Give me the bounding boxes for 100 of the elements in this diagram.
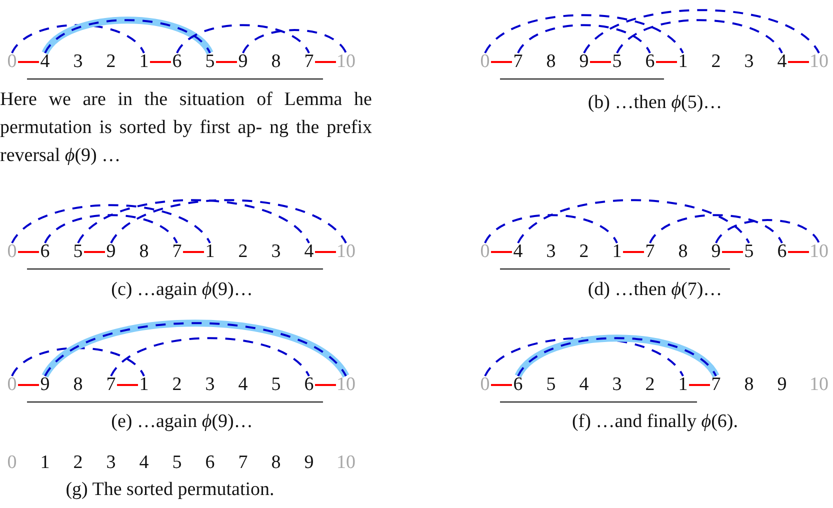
dashed-arc [44,214,178,244]
number-label: 9 [303,453,315,473]
number-label: 6 [171,52,183,72]
caption: (f) …and finally ϕ(6). [570,410,739,434]
breakpoint-mark [722,251,743,253]
number-label: 2 [237,242,249,262]
number-label: 1 [677,52,689,72]
dashed-arc [176,24,310,54]
number-label: 10 [336,242,356,262]
number-label: 4 [138,453,150,473]
dashed-arc [11,24,145,54]
dashed-arc [715,219,820,244]
number-label: 7 [710,375,722,395]
breakpoint-mark [656,61,677,63]
breakpoint-mark [150,61,171,63]
number-label: 9 [578,52,590,72]
number-label: 9 [39,375,51,395]
number-label: 8 [743,375,755,395]
number-label: 7 [512,52,524,72]
number-label: 6 [303,375,315,395]
number-label: 5 [204,52,216,72]
number-label: 5 [171,453,183,473]
number-label: 3 [545,242,557,262]
number-label: 1 [611,242,623,262]
number-label: 10 [809,242,829,262]
number-label: 7 [303,52,315,72]
dashed-arc [484,337,684,377]
caption: (b) …then ϕ(5)… [586,91,724,115]
dashed-arc [11,347,145,377]
number-label: 10 [336,453,356,473]
number-label: 3 [105,453,117,473]
number-label: 8 [270,52,282,72]
number-label: 10 [336,375,356,395]
number-label: 4 [237,375,249,395]
breakpoint-mark [623,251,644,253]
number-label: 0 [6,375,18,395]
number-label: 9 [776,375,788,395]
number-label: 0 [479,375,491,395]
number-label: 4 [39,52,51,72]
number-label: 2 [644,375,656,395]
number-label: 5 [270,375,282,395]
dashed-arc [484,214,618,244]
number-label: 4 [303,242,315,262]
caption: Here we are in the situation of Lemma he permutation is sorted by first ap- ng the prefix reversal ϕ(9) … [0,88,372,168]
number-label: 6 [776,242,788,262]
number-label: 9 [237,52,249,72]
number-label: 2 [105,52,117,72]
breakpoint-mark [315,251,336,253]
number-label: 0 [479,242,491,262]
dashed-arc [110,337,310,377]
number-label: 10 [809,52,829,72]
number-label: 8 [72,375,84,395]
number-label: 8 [270,453,282,473]
number-label: 2 [710,52,722,72]
number-label: 2 [578,242,590,262]
caption: (d) …then ϕ(7)… [586,278,724,302]
number-label: 0 [479,52,491,72]
dashed-arc [517,24,651,54]
number-label: 9 [105,242,117,262]
number-label: 2 [171,375,183,395]
number-label: 3 [72,52,84,72]
dashed-arc [77,199,310,244]
breakpoint-mark [788,61,809,63]
dashed-arc [616,19,783,54]
number-label: 1 [39,453,51,473]
dashed-arc [649,214,783,244]
breakpoint-mark [183,251,204,253]
number-label: 0 [6,453,18,473]
caption: (e) …again ϕ(9)… [110,410,254,434]
breakpoint-mark [491,251,512,253]
number-label: 1 [138,375,150,395]
number-label: 0 [6,52,18,72]
caption: (g) The sorted permutation. [64,478,276,502]
breakpoint-mark [491,384,512,386]
breakpoint-mark [788,251,809,253]
number-label: 6 [39,242,51,262]
number-label: 7 [171,242,183,262]
dashed-arc [517,199,750,244]
dashed-arc [110,199,347,244]
number-label: 4 [512,242,524,262]
number-label: 5 [545,375,557,395]
dashed-arc [11,204,211,244]
breakpoint-mark [84,251,105,253]
number-label: 4 [776,52,788,72]
number-label: 4 [578,375,590,395]
dashed-arc [242,29,347,54]
number-label: 6 [644,52,656,72]
number-label: 5 [743,242,755,262]
number-label: 1 [138,52,150,72]
breakpoint-mark [117,384,138,386]
number-label: 8 [545,52,557,72]
number-label: 7 [237,453,249,473]
number-label: 6 [204,453,216,473]
breakpoint-mark [491,61,512,63]
dashed-arc [484,14,684,54]
number-label: 8 [677,242,689,262]
number-label: 3 [743,52,755,72]
number-label: 7 [105,375,117,395]
breakpoint-mark [689,384,710,386]
breakpoint-mark [590,61,611,63]
